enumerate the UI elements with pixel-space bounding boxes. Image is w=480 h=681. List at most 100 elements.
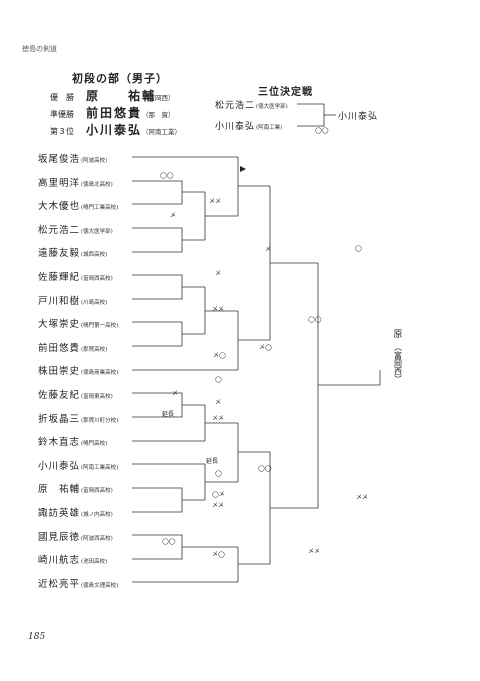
match-mark: メ◯ [213,352,226,359]
match-mark: メ [215,270,222,277]
match-mark: ◯メ [212,491,225,498]
player-school: (阿波高校) [81,158,108,164]
player-row: 松元浩二(徳大医学部) [38,222,113,236]
third-place-player-2: 小川泰弘(阿南工業) [215,119,282,132]
player-name: 諏訪英雄 [38,508,81,519]
result-label: 第３位 [50,127,74,136]
result-label: 準優勝 [50,110,74,119]
match-mark: ◯◯ [160,172,174,179]
player-row: 戸川和樹(川島高校) [38,293,107,307]
player-row: 近松亮平(徳島文理高校) [38,576,118,590]
extension-label: 延長 [206,458,219,465]
result-third: 第３位 小川泰弘 （阿南工業） [50,121,181,137]
player-school: (鳴門第一高校) [81,323,119,330]
player-row: 崎川航志(池田高校) [38,552,107,566]
player-name: 原 祐輔 [38,484,81,496]
player-school: (阿波西高校) [81,535,113,542]
third-place-title: 三位決定戦 [258,87,313,98]
section-title: 初段の部（男子） [72,72,168,85]
player-school: (川島高校) [81,299,108,306]
player-school: (阿南工業高校) [81,464,119,471]
match-mark: メ◯ [212,551,225,558]
player-row: 佐藤輝紀(富岡西高校) [38,269,113,283]
player-school: (富岡西高校) [81,276,113,282]
match-mark: ◯◯ [162,538,176,545]
player-row: 坂尾俊浩(阿波高校) [38,151,107,165]
match-mark: メ [215,399,222,406]
player-name: 坂尾俊浩 [38,154,81,165]
player-name: 大塚崇史 [38,319,81,331]
third-place-player-1: 松元浩二(徳大医学部) [215,98,288,111]
match-mark: ◯◯ [258,465,272,472]
third-place-mark: ◯◯ [315,127,329,134]
player-name: 佐藤友紀 [38,390,81,401]
player-row: 原 祐輔(富岡西高校) [38,481,113,495]
result-name: 前田悠貴 [86,106,143,120]
result-name: 小川泰弘 [86,123,143,137]
player-school: (鳴門高校) [81,441,108,448]
match-mark: ◯ [215,470,222,477]
result-runner-up: 準優勝 前田悠貴 （那 賀） [50,104,175,120]
match-mark: ◯ [215,376,222,383]
player-name: 前田悠貴 [38,342,81,354]
player-row: 佐藤友紀(富岡東高校) [38,387,113,401]
match-mark: メメ [356,494,369,501]
page-number: 185 [28,632,46,642]
book-header: 徳島の剣道 [22,45,57,53]
extension-label: 延長 [162,411,175,418]
player-row: 遠藤友毅(城西高校) [38,245,107,259]
player-name: 鈴木直志 [38,437,81,449]
player-name: 國見辰徳 [38,531,81,543]
player-school: (城ノ内高校) [81,512,113,518]
player-row: 鈴木直志(鳴門高校) [38,434,107,448]
match-mark: メメ [209,198,222,205]
player-school: (城西高校) [81,252,108,259]
player-name: 崎川航志 [38,555,81,567]
player-name: 松元浩二 [38,224,81,236]
result-label: 優 勝 [50,93,74,102]
player-name: 大木優也 [38,201,81,213]
player-name: 佐藤輝紀 [38,272,81,283]
match-mark: ◯ [355,245,362,252]
match-mark: メメ [212,415,225,422]
player-school: (徳島北高校) [81,181,113,188]
player-school: (徳大医学部) [256,104,288,110]
result-winner: 優 勝 原 祐輔 （富岡西） [50,87,175,103]
player-name: 株田崇史 [38,366,81,378]
champion-school: （富岡西） [393,343,403,383]
match-mark: メ [172,390,179,397]
match-mark: メ [170,212,177,219]
player-row: 株田崇史(徳島商業高校) [38,363,118,377]
player-school: (徳島文理高校) [81,582,119,589]
result-school: （富岡西） [142,94,175,102]
player-school: (徳大医学部) [81,228,113,235]
match-mark: メメ [212,306,225,313]
player-school: (池田高校) [81,559,108,566]
player-name: 小川泰弘 [38,460,81,472]
player-name: 遠藤友毅 [38,248,81,260]
player-name: 高里明洋 [38,177,81,189]
third-place-winner: 小川泰弘 [338,112,379,122]
player-school: (那賀川町分校) [81,417,119,424]
player-school: (那賀高校) [81,346,108,353]
player-row: 國見辰徳(阿波西高校) [38,529,113,543]
player-name: 戸川和樹 [38,295,81,307]
result-school: （阿南工業） [142,128,181,136]
player-row: 高里明洋(徳島北高校) [38,175,113,189]
player-school: (富岡西高校) [81,488,113,495]
player-row: 諏訪英雄(城ノ内高校) [38,505,113,519]
player-school: (阿南工業) [256,125,283,131]
player-name: 折坂晶三 [38,413,81,425]
player-name: 小川泰弘 [215,122,256,132]
match-mark: メ [265,246,272,253]
match-mark: メメ [308,548,321,555]
result-school: （那 賀） [142,111,175,119]
player-name: 松元浩二 [215,101,256,111]
player-row: 大塚崇史(鳴門第一高校) [38,316,118,330]
player-row: 大木優也(鳴門工業高校) [38,198,118,212]
match-mark: ◯◯ [308,316,322,323]
player-school: (鳴門工業高校) [81,205,119,212]
player-name: 近松亮平 [38,578,81,590]
player-row: 折坂晶三(那賀川町分校) [38,411,118,425]
